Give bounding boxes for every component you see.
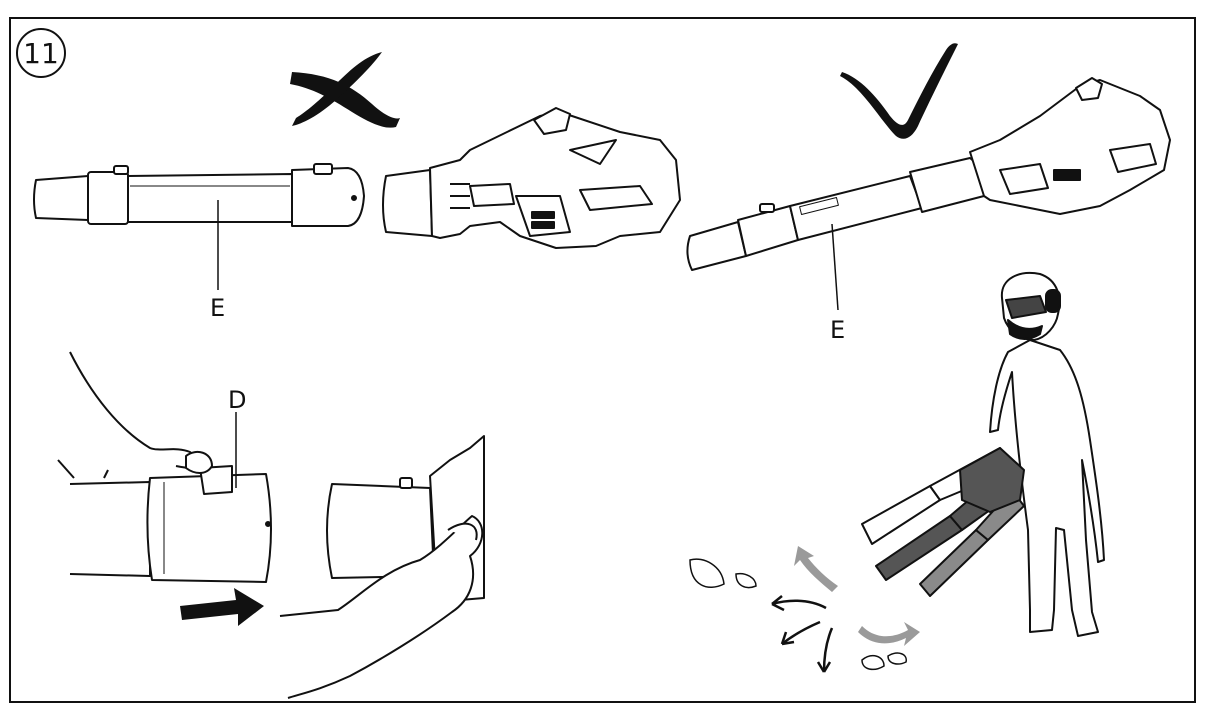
leaf-icon <box>861 655 885 671</box>
push-arrow-icon <box>180 588 264 626</box>
gray-arrow-icon <box>794 546 838 592</box>
leader-line-e-right <box>831 223 839 311</box>
arrow-icon <box>822 627 834 673</box>
blower-body-detached <box>382 107 681 249</box>
blower-swing-positions <box>861 447 1025 597</box>
figure-frame <box>9 17 1196 703</box>
check-mark-icon <box>840 43 958 139</box>
label-tube-e-left: E <box>210 294 226 322</box>
label-tube-e-right: E <box>830 316 846 344</box>
leaf-icon <box>887 652 907 665</box>
leaf-icon <box>689 558 725 589</box>
airflow-arrows <box>771 595 834 673</box>
operator-figure <box>989 272 1105 637</box>
arrow-icon <box>781 620 821 645</box>
step-number: 11 <box>23 36 59 70</box>
step-number-badge: 11 <box>16 28 66 78</box>
blower-assembled <box>686 77 1171 271</box>
blower-tube-detached <box>33 163 365 227</box>
gray-arrow-icon <box>858 622 920 646</box>
arrow-icon <box>771 599 827 610</box>
cross-mark-icon <box>290 52 400 128</box>
label-latch-d: D <box>228 386 247 414</box>
airflow-arrows-gray <box>794 546 920 646</box>
leaf-icon <box>735 572 757 589</box>
latch-assembly-closeup <box>57 351 485 699</box>
leaf-icons <box>689 558 907 671</box>
